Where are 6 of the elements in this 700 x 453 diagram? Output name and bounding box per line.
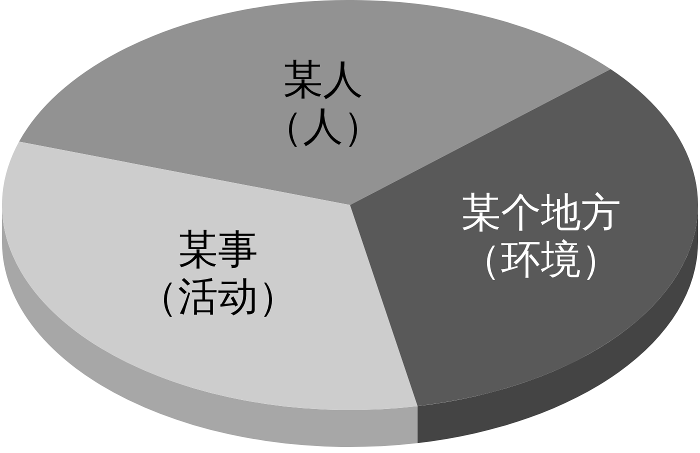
slice-label: （活动） [138, 274, 298, 321]
slice-label: （人） [263, 104, 383, 151]
slice-label: 某事 [178, 227, 258, 274]
slice-label: 某人 [283, 57, 363, 104]
slice-label: （环境） [461, 237, 621, 284]
slice-label: 某个地方 [461, 190, 621, 237]
